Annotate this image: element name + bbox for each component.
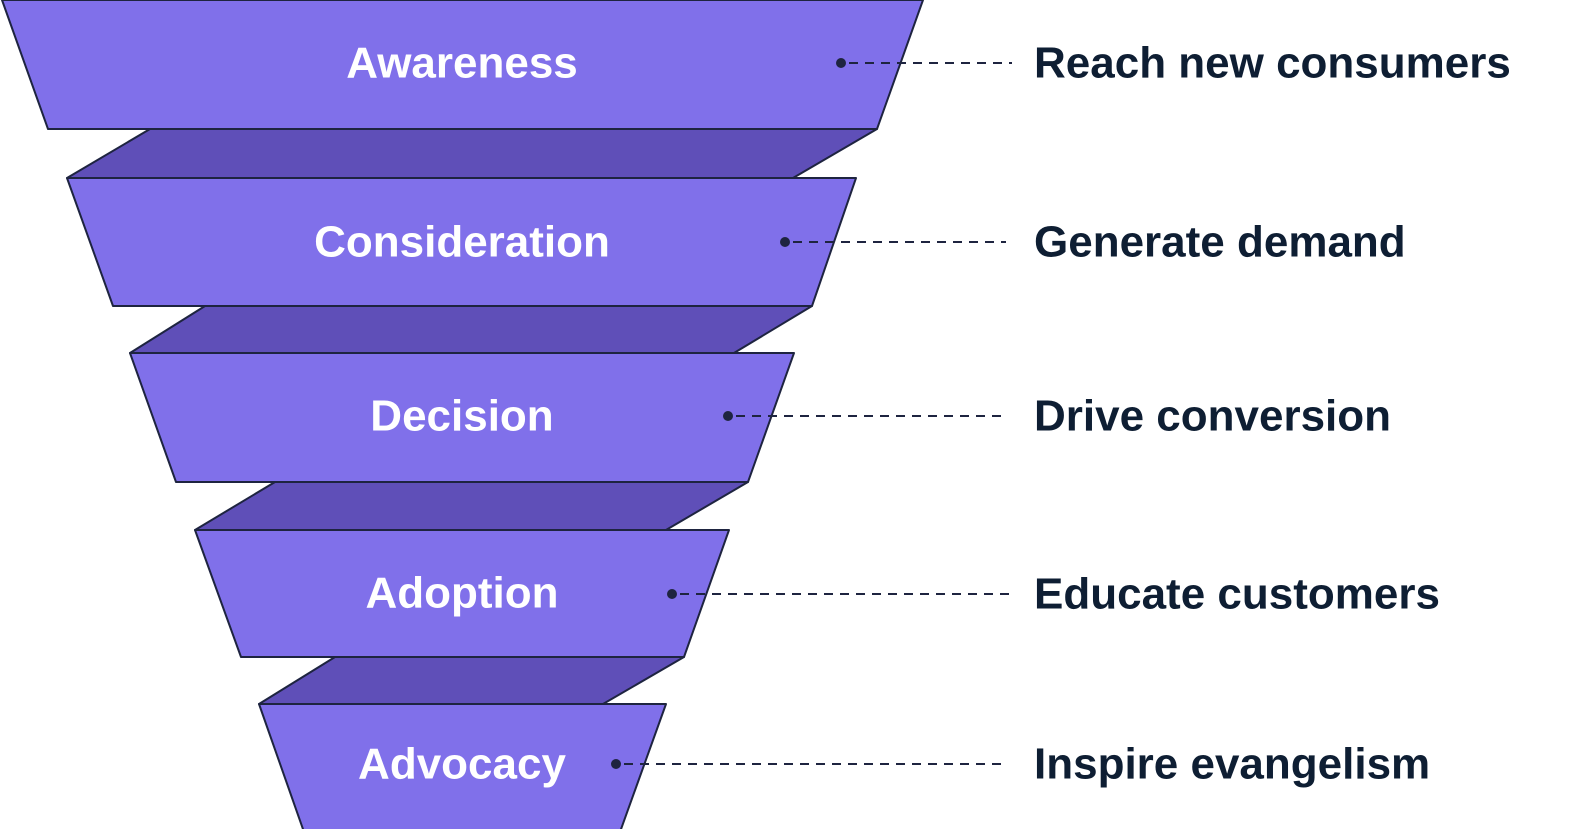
goal-label-adoption: Educate customers <box>1034 570 1440 619</box>
goal-label-consideration: Generate demand <box>1034 218 1406 267</box>
goal-label-advocacy: Inspire evangelism <box>1034 740 1430 789</box>
stage-label-advocacy: Advocacy <box>358 740 566 789</box>
goal-labels: Reach new consumers Generate demand Driv… <box>1034 39 1511 789</box>
connector-adoption-advocacy <box>258 656 685 705</box>
leader-advocacy <box>611 759 1004 769</box>
band-shape-awareness <box>1 0 924 130</box>
funnel-band-decision: Decision <box>129 352 795 483</box>
leader-dot-consideration <box>780 237 790 247</box>
goal-label-awareness: Reach new consumers <box>1034 39 1511 88</box>
funnel-band-advocacy: Advocacy <box>258 703 667 829</box>
funnel-band-consideration: Consideration <box>66 177 857 307</box>
funnel-band-awareness: Awareness <box>1 0 924 130</box>
leader-decision <box>723 411 1002 421</box>
band-shape-consideration <box>66 177 857 307</box>
leader-awareness <box>836 58 1012 68</box>
stage-label-consideration: Consideration <box>314 218 610 267</box>
leader-dot-awareness <box>836 58 846 68</box>
funnel-band-adoption: Adoption <box>194 529 730 658</box>
band-shape-advocacy <box>258 703 667 829</box>
band-shape-decision <box>129 352 795 483</box>
leader-dot-adoption <box>667 589 677 599</box>
band-shape-adoption <box>194 529 730 658</box>
leader-dot-advocacy <box>611 759 621 769</box>
leader-consideration <box>780 237 1006 247</box>
connector-decision-adoption <box>194 481 749 531</box>
stage-label-awareness: Awareness <box>346 39 578 88</box>
stage-label-adoption: Adoption <box>365 569 558 618</box>
goal-label-decision: Drive conversion <box>1034 392 1391 441</box>
connector-awareness-consideration <box>66 128 878 179</box>
stage-label-decision: Decision <box>370 392 553 441</box>
connector-consideration-decision <box>129 305 813 354</box>
leader-dot-decision <box>723 411 733 421</box>
leader-adoption <box>667 589 1010 599</box>
funnel-connectors <box>66 128 878 705</box>
